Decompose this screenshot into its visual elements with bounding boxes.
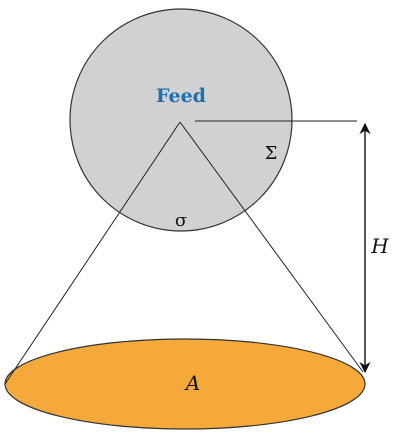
feed-label: Feed [156, 85, 206, 107]
area-label: A [184, 371, 200, 395]
cone-right-line [179, 121, 364, 373]
sigma-upper-label: Σ [265, 143, 278, 164]
feed-sphere [69, 8, 293, 232]
sigma-lower-label: σ [175, 210, 187, 231]
height-label: H [370, 234, 389, 258]
cone-left-line [4, 121, 181, 385]
